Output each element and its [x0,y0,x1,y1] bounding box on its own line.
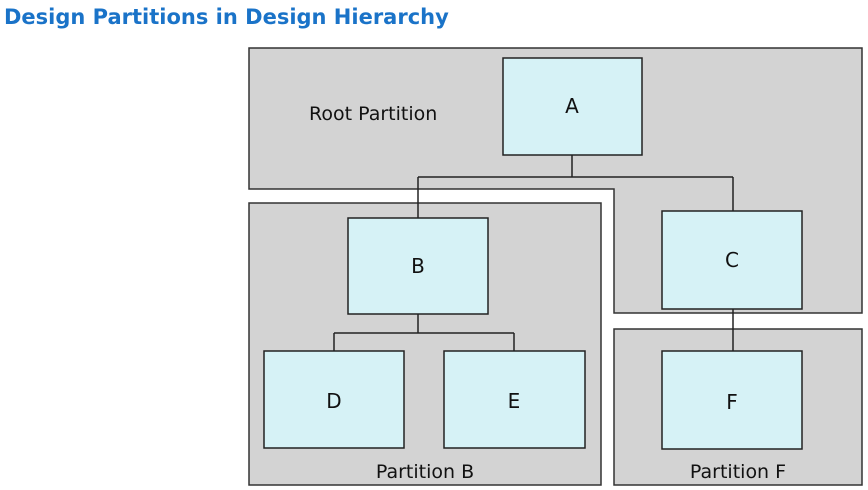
block-e [443,350,586,449]
root-partition-label: Root Partition [309,103,437,125]
block-d-label: D [326,389,341,413]
block-c-label: C [725,248,739,272]
block-a [502,57,643,156]
partition-f-label: Partition F [690,461,786,483]
block-a-label: A [565,94,579,118]
page-title: Design Partitions in Design Hierarchy [4,5,449,29]
block-f-label: F [726,390,738,414]
block-f [661,350,803,450]
block-c [661,210,803,310]
partition-b-label: Partition B [376,461,474,483]
block-e-label: E [508,389,521,413]
hierarchy-connectors [333,155,734,351]
block-b-label: B [411,254,425,278]
block-b [347,217,489,315]
block-d [263,350,405,449]
